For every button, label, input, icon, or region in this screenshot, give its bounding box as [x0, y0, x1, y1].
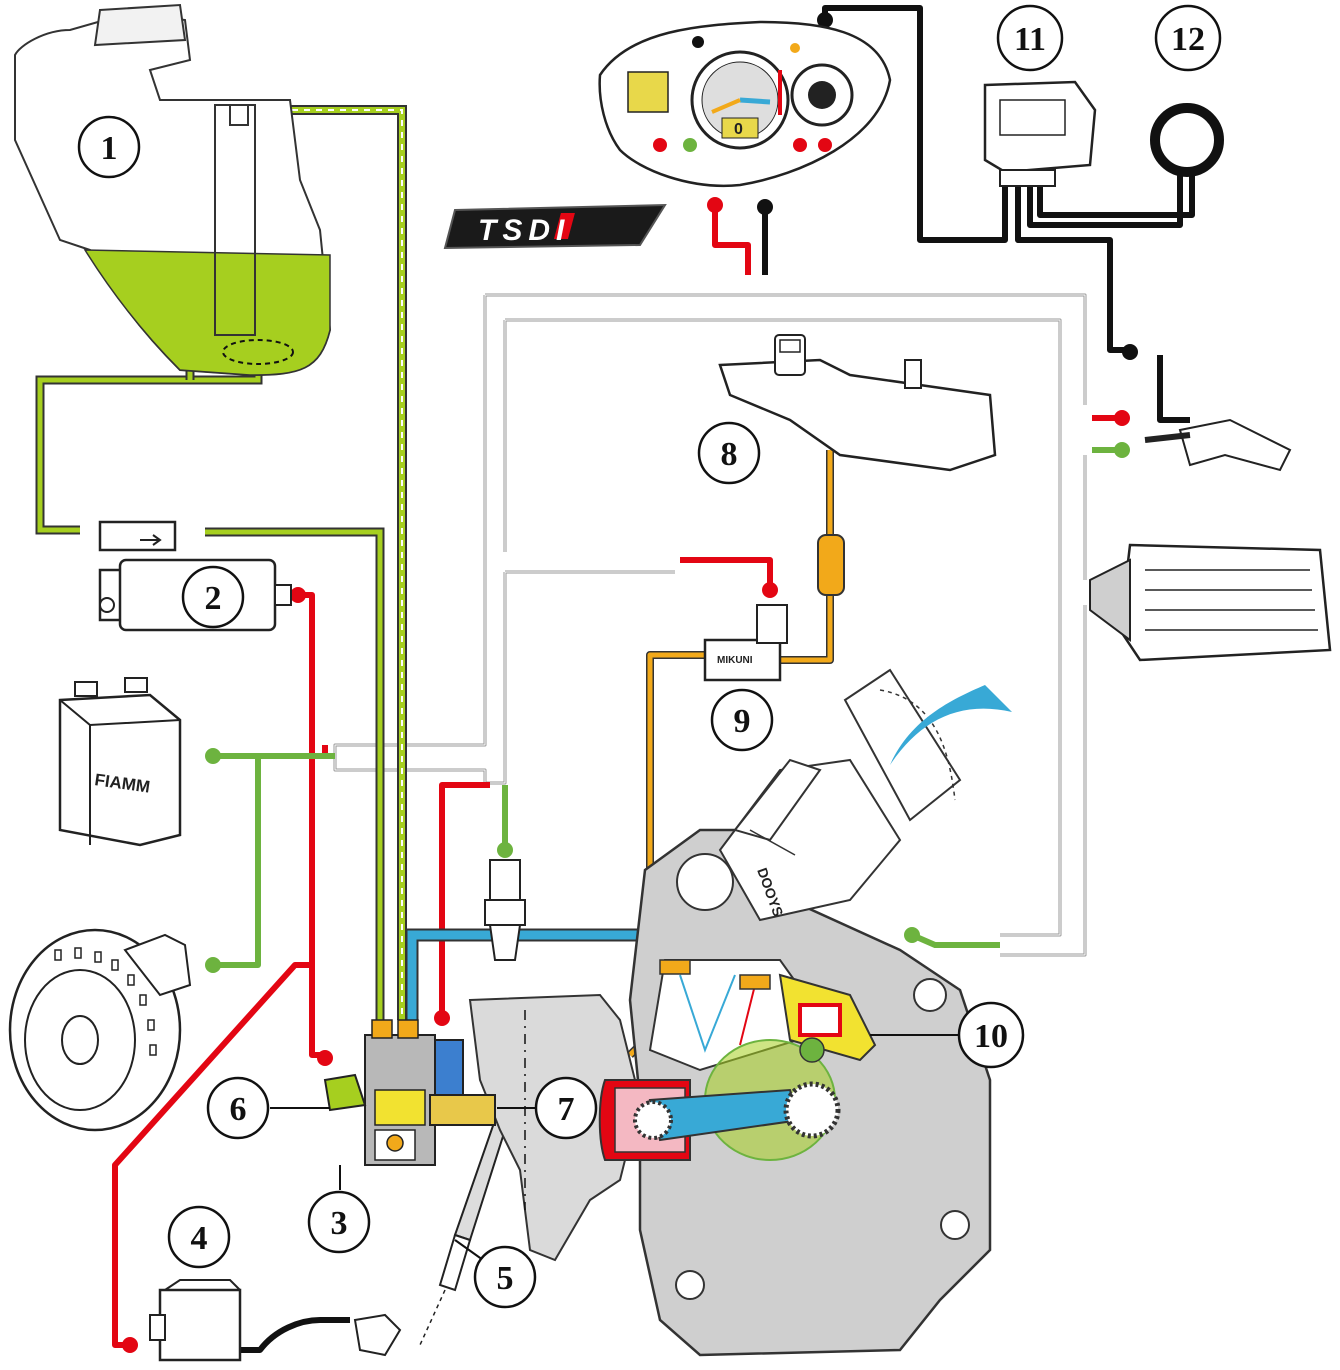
callout-7: 7 [534, 1076, 598, 1140]
callout-11: 11 [996, 4, 1064, 72]
flywheel-icon [8, 928, 192, 1132]
svg-text:5: 5 [497, 1260, 514, 1297]
battery-icon: FIAMM [58, 677, 182, 847]
svg-text:2: 2 [205, 580, 222, 617]
svg-text:7: 7 [558, 1091, 575, 1128]
mikuni-ecu-icon: MIKUNI [703, 604, 788, 682]
callout-3: 3 [307, 1190, 371, 1254]
svg-text:3: 3 [331, 1205, 348, 1242]
logo-text: TSDI [478, 214, 570, 247]
air-flow-arrow-icon [890, 685, 1012, 765]
callouts: 1 2 3 4 5 6 7 8 [77, 4, 1222, 1309]
callout-12: 12 [1154, 4, 1222, 72]
ignition-coil-icon [149, 1279, 242, 1362]
fuel-tank-icon [14, 3, 332, 377]
callout-5: 5 [473, 1245, 537, 1309]
key-switch-icon [1144, 418, 1292, 472]
svg-text:11: 11 [1014, 21, 1046, 58]
dash-lcd-value: 0 [734, 121, 743, 138]
injector-assembly-icon [778, 973, 877, 1063]
svg-text:9: 9 [734, 703, 751, 740]
ecu-brand: MIKUNI [717, 655, 753, 666]
svg-text:10: 10 [974, 1018, 1008, 1055]
callout-9: 9 [710, 688, 774, 752]
svg-text:4: 4 [191, 1220, 208, 1257]
injector-cluster-icon [323, 1019, 496, 1166]
relay-icon [983, 80, 1097, 187]
svg-text:6: 6 [230, 1091, 247, 1128]
regulator-icon [1089, 543, 1332, 662]
buzzer-ring-icon [1150, 103, 1224, 177]
svg-text:12: 12 [1171, 21, 1205, 58]
fuel-lines [35, 100, 407, 1020]
engine-block-icon [468, 828, 992, 1357]
control-bracket-icon [718, 334, 997, 472]
callout-4: 4 [167, 1205, 231, 1269]
callout-1: 1 [77, 115, 141, 179]
ground-wires [213, 447, 1118, 968]
wiring-harness [333, 293, 1087, 957]
black-wires [210, 5, 1195, 1353]
svg-text:1: 1 [101, 130, 118, 167]
callout-6: 6 [206, 1076, 270, 1140]
dashboard-icon: 0 [598, 20, 892, 187]
callout-10: 10 [957, 1001, 1025, 1069]
temperature-sensor-icon [484, 859, 526, 961]
tsdi-logo: TSDI [443, 203, 667, 250]
svg-text:8: 8 [721, 436, 738, 473]
callout-2: 2 [181, 565, 245, 629]
callout-8: 8 [697, 421, 761, 485]
fuse-icon [817, 534, 845, 596]
spark-plug-icon [353, 1118, 507, 1357]
